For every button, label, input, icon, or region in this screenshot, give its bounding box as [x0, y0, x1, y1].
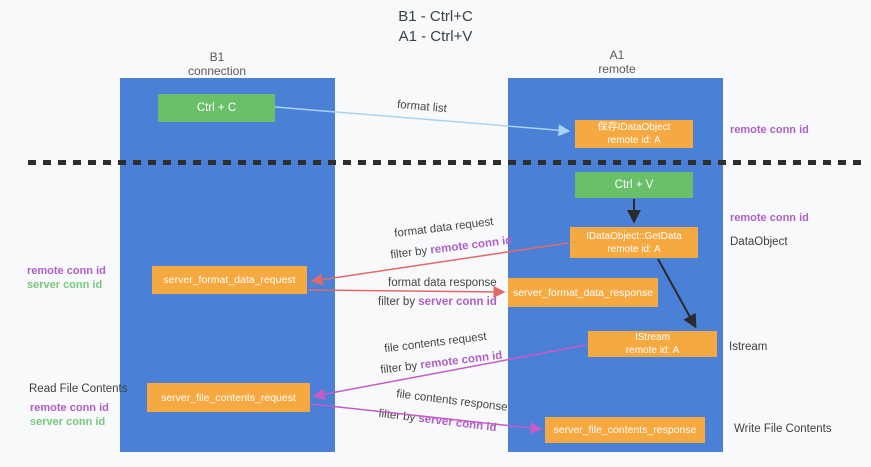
file-contents-request-edge-label: file contents request [383, 330, 488, 356]
file-contents-response-filter-id: server conn id [417, 412, 498, 435]
save-idataobject-line1: 保存IDataObject [597, 122, 671, 133]
idataobject-getdata-line1: IDataObject::GetData [586, 230, 682, 242]
server-file-contents-response-label: server_file_contents_response [553, 424, 697, 436]
save-idataobject-node: 保存IDataObject remote id: A [575, 120, 693, 148]
save-idataobject-line2: remote id: A [607, 135, 661, 146]
left-mid-server-conn-id-label: server conn id [27, 279, 103, 291]
left-bottom-remote-conn-id-label: remote conn id [30, 402, 109, 414]
file-contents-response-filter-label: filter by server conn id [378, 408, 497, 434]
format-data-response-arrow [307, 285, 506, 298]
lane-header-a1-subtitle: remote [598, 62, 636, 76]
lane-header-b1: B1 connection [157, 50, 277, 78]
format-data-response-filter-label: filter by server conn id [378, 296, 497, 308]
ctrl-c-label: Ctrl + C [196, 102, 237, 114]
left-bottom-server-conn-id-label: server conn id [30, 416, 106, 428]
diagram-title-line2: A1 - Ctrl+V [398, 28, 473, 45]
file-contents-request-filter-prefix: filter by [379, 359, 422, 377]
lane-header-b1-subtitle: connection [187, 64, 247, 78]
format-data-request-filter-prefix: filter by [389, 244, 432, 262]
istream-node: IStream remote id: A [588, 331, 717, 357]
server-file-contents-request-label: server_file_contents_request [161, 391, 296, 404]
format-list-edge-label: format list [396, 98, 448, 116]
idataobject-getdata-node: IDataObject::GetData remote id: A [570, 227, 698, 258]
server-file-contents-request-node: server_file_contents_request [147, 383, 310, 412]
format-data-request-filter-label: filter by remote conn id [390, 235, 513, 262]
ctrl-v-label: Ctrl + V [614, 179, 654, 191]
lane-header-a1: A1 remote [557, 48, 677, 76]
left-mid-conn-id-block: remote conn id server conn id [27, 264, 106, 292]
diagram-title-line1: B1 - Ctrl+C [398, 8, 473, 25]
server-format-data-request-label: server_format_data_request [163, 274, 296, 286]
format-data-request-filter-id: remote conn id [429, 234, 513, 257]
format-data-response-filter-prefix: filter by [378, 296, 419, 308]
right-mid-remote-conn-id-label: remote conn id [730, 212, 809, 224]
left-mid-remote-conn-id-label: remote conn id [27, 265, 106, 277]
server-format-data-response-node: server_format_data_response [508, 278, 658, 307]
idataobject-getdata-line2: remote id: A [607, 243, 661, 255]
write-file-contents-label: Write File Contents [734, 423, 832, 435]
right-top-remote-conn-id-label: remote conn id [730, 124, 809, 136]
server-format-data-response-label: server_format_data_response [512, 286, 654, 299]
dataobject-label: DataObject [730, 236, 788, 248]
ctrl-c-node: Ctrl + C [158, 94, 275, 122]
lane-header-b1-title: B1 [209, 50, 225, 64]
file-contents-response-filter-prefix: filter by [377, 407, 420, 425]
ctrl-v-node: Ctrl + V [575, 172, 693, 198]
server-file-contents-response-node: server_file_contents_response [545, 417, 705, 443]
copy-paste-separator-line [28, 160, 862, 165]
istream-side-label: Istream [729, 341, 768, 353]
file-contents-response-edge-label: file contents response [395, 388, 509, 414]
format-data-response-edge-label: format data response [388, 277, 497, 289]
lane-header-a1-title: A1 [609, 48, 625, 62]
format-data-request-edge-label: format data request [393, 215, 495, 241]
left-bottom-conn-id-block: remote conn id server conn id [30, 401, 109, 429]
diagram-title: B1 - Ctrl+C A1 - Ctrl+V [0, 7, 871, 47]
istream-line1: IStream [634, 332, 670, 343]
istream-line2: remote id: A [625, 345, 680, 356]
file-contents-request-filter-id: remote conn id [419, 349, 503, 372]
format-data-response-filter-id: server conn id [418, 296, 497, 308]
read-file-contents-label: Read File Contents [29, 383, 128, 395]
server-format-data-request-node: server_format_data_request [152, 266, 307, 294]
